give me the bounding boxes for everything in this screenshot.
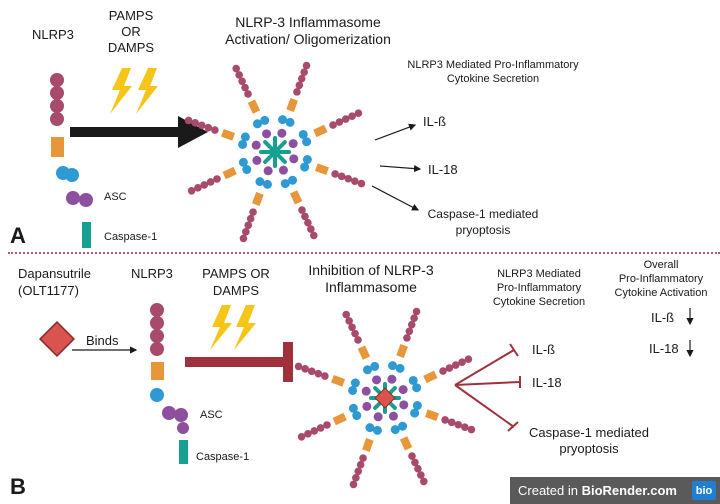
- asc-label-b: ASC: [200, 409, 223, 421]
- nlrp3-monomer: [294, 362, 371, 396]
- nlrp3-monomer: [277, 61, 311, 138]
- caspase-label-b: Caspase-1: [196, 451, 250, 463]
- pamps-label-a-2: OR: [121, 24, 141, 39]
- panel-divider: [8, 252, 720, 254]
- output-il-beta-a: IL-ß: [423, 114, 447, 129]
- badge-prefix: Created in: [518, 483, 582, 498]
- nlrp3-monomer: [232, 64, 272, 139]
- output-caspase-b-1: Caspase-1 mediated: [529, 425, 649, 440]
- asc-label-a: ASC: [104, 191, 127, 203]
- output-caspase-a-2: pryoptosis: [455, 223, 511, 237]
- inhibition-bar: [185, 342, 293, 382]
- title-b-2: Inflammasome: [325, 279, 417, 295]
- panel-letter-a: A: [10, 223, 26, 248]
- nlrp3-monomer: [349, 412, 383, 489]
- nlrp3-monomer: [399, 400, 476, 434]
- secretion-title-b-3: Cytokine Secretion: [492, 296, 586, 308]
- nlrp3-monomer: [278, 165, 318, 240]
- overall-title-1: Overall: [643, 259, 679, 271]
- inflammasome-oligomer-b: [294, 307, 476, 489]
- title-b-1: Inhibition of NLRP-3: [308, 262, 434, 278]
- output-caspase-a-1: Caspase-1 mediated: [427, 207, 539, 221]
- output-caspase-b-2: pryoptosis: [559, 441, 619, 456]
- lightning-icon: [210, 305, 256, 350]
- secretion-title-b-2: Pro-Inflammatory: [496, 282, 582, 294]
- badge-brand: BioRender.com: [581, 483, 677, 498]
- nlrp3-monomer: [184, 116, 261, 150]
- pamps-label-b-2: DAMPS: [212, 283, 260, 298]
- nlrp3-monomer: [239, 166, 273, 243]
- nlrp3-label-a: NLRP3: [32, 27, 74, 42]
- nlrp3-monomer: [187, 155, 262, 195]
- nlrp3-monomer: [289, 154, 366, 188]
- secretion-title-b-1: NLRP3 Mediated: [497, 268, 581, 280]
- drug-label-1: Dapansutrile: [18, 266, 91, 281]
- panel-letter-b: B: [10, 474, 26, 499]
- binds-label: Binds: [86, 333, 119, 348]
- secretion-title-a-2: Cytokine Secretion: [446, 73, 540, 85]
- pamps-label-a-1: PAMPS: [108, 8, 154, 23]
- caspase-1-block-a: [82, 222, 91, 248]
- nlrp3-protein-b: [150, 303, 164, 402]
- caspase-core-icon: [259, 136, 291, 168]
- lightning-icon: [110, 68, 158, 114]
- biorender-badge[interactable]: Created in BioRender.com bio: [510, 477, 720, 504]
- caspase-1-block-b: [179, 440, 188, 464]
- inhibited-outputs-b: [454, 343, 521, 432]
- pamps-label-b-1: PAMPS OR: [202, 266, 270, 281]
- nlrp3-monomer: [288, 109, 363, 149]
- output-arrows-a: [371, 123, 422, 211]
- asc-protein-a: [66, 191, 93, 207]
- overall-title-2: Pro-Inflammatory: [618, 273, 704, 285]
- biorender-logo-icon: bio: [692, 481, 716, 500]
- title-a-2: Activation/ Oligomerization: [225, 31, 391, 47]
- dapansutrile-drug-icon: [38, 320, 76, 358]
- pamps-label-a-3: DAMPS: [107, 40, 155, 55]
- nlrp3-monomer: [388, 411, 428, 486]
- overall-il-beta: IL-ß: [651, 310, 675, 325]
- title-a-1: NLRP-3 Inflammasome: [235, 14, 381, 30]
- activation-arrow: [70, 116, 208, 148]
- output-il-18-b: IL-18: [532, 375, 562, 390]
- bound-drug-icon: [374, 387, 396, 409]
- caspase-label-a: Caspase-1: [104, 231, 158, 243]
- overall-il-18: IL-18: [649, 341, 679, 356]
- output-il-beta-b: IL-ß: [532, 342, 556, 357]
- drug-label-2: (OLT1177): [18, 283, 79, 298]
- nlrp3-monomer: [342, 310, 382, 385]
- inflammasome-oligomer-a: [184, 61, 366, 243]
- overall-title-3: Cytokine Activation: [614, 287, 708, 299]
- output-il-18-a: IL-18: [428, 162, 458, 177]
- nlrp3-monomer: [387, 307, 421, 384]
- nlrp3-label-b: NLRP3: [131, 266, 173, 281]
- nlrp3-monomer: [398, 355, 473, 395]
- nlrp3-monomer: [297, 401, 372, 441]
- asc-protein-b: [162, 406, 189, 434]
- nlrp3-protein-a: [50, 73, 79, 182]
- secretion-title-a-1: NLRP3 Mediated Pro-Inflammatory: [407, 59, 579, 71]
